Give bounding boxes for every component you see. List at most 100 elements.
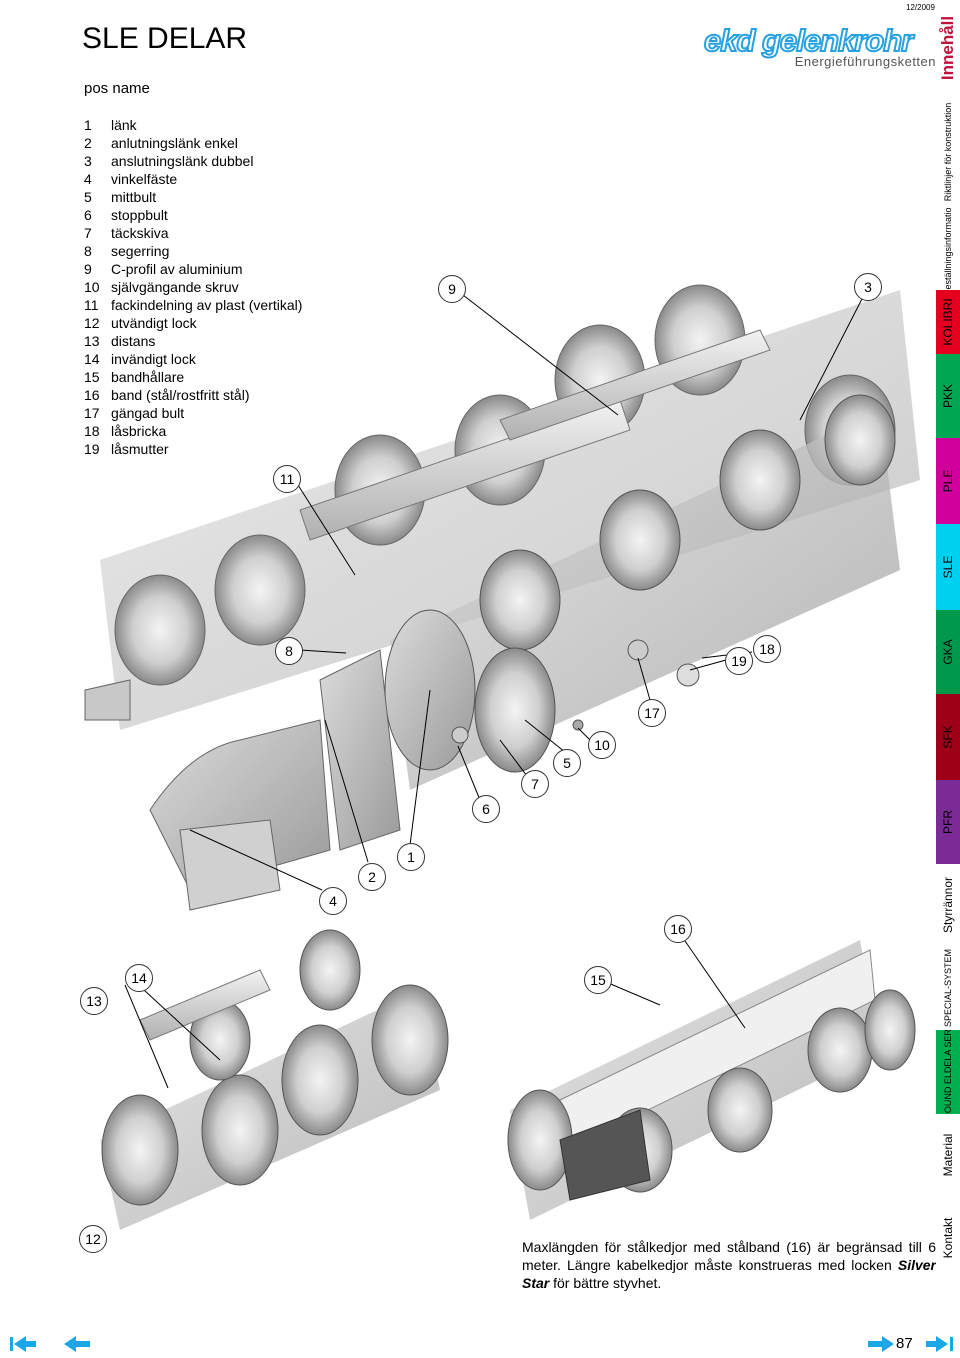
part-name: låsbricka	[111, 423, 167, 439]
lower-right-chain	[507, 940, 916, 1220]
part-number: 13	[84, 333, 100, 349]
callout-8: 8	[275, 637, 303, 665]
part-name: utvändigt lock	[111, 315, 197, 331]
sidebar-tab-label: PKK	[941, 383, 955, 409]
parts-list-item: 11 fackindelning av plast (vertikal)	[84, 296, 302, 314]
lower-left-chain	[100, 929, 449, 1230]
parts-list-item: 14 invändigt lock	[84, 350, 302, 368]
part-name: bandhållare	[111, 369, 185, 385]
callout-10: 10	[588, 731, 616, 759]
part-number: 14	[84, 351, 100, 367]
part-number: 17	[84, 405, 100, 421]
part-number: 19	[84, 441, 100, 457]
last-page-icon[interactable]	[926, 1334, 956, 1354]
part-name: täckskiva	[111, 225, 169, 241]
parts-list-item: 12 utvändigt lock	[84, 314, 302, 332]
part-name: mittbult	[111, 189, 157, 205]
part-number: 11	[84, 297, 99, 313]
callout-5: 5	[553, 749, 581, 777]
sidebar-tab-label: Innehåll	[938, 15, 957, 81]
date-label: 12/2009	[906, 3, 935, 12]
sidebar-tab-innehåll[interactable]: Innehåll	[936, 0, 960, 96]
page-title: SLE DELAR	[82, 22, 248, 55]
part-number: 8	[84, 243, 92, 259]
parts-list-item: 18 låsbricka	[84, 422, 302, 440]
logo-subtitle: Energieführungsketten	[794, 54, 936, 69]
callout-18: 18	[753, 635, 781, 663]
callout-2: 2	[358, 863, 386, 891]
sidebar-tab-label: Beställningsinformation	[943, 208, 953, 290]
part-number: 16	[84, 387, 100, 403]
next-page-icon[interactable]	[866, 1334, 896, 1354]
previous-page-icon[interactable]	[62, 1334, 92, 1354]
sidebar-tab-label: KOLIBRI	[941, 298, 955, 346]
part-number: 7	[84, 225, 92, 241]
part-name: distans	[111, 333, 156, 349]
callout-3: 3	[854, 273, 882, 301]
parts-list-item: 13 distans	[84, 332, 302, 350]
sidebar-tab-riktlinjer-för-konstruktion[interactable]: Riktlinjer för konstruktion	[936, 96, 960, 208]
parts-list-item: 19 låsmutter	[84, 440, 302, 458]
sidebar-tab-label: PLE	[941, 469, 955, 493]
callout-14: 14	[125, 964, 153, 992]
sidebar-tab-gka[interactable]: GKA	[936, 610, 960, 694]
sidebar-tab-styrrännor[interactable]: Styrrännor	[936, 864, 960, 946]
chain-exploded-illustration	[84, 284, 920, 1230]
part-name: låsmutter	[111, 441, 169, 457]
callout-9: 9	[438, 275, 466, 303]
parts-list-item: 16 band (stål/rostfritt stål)	[84, 386, 302, 404]
sidebar-tab-sfk[interactable]: SFK	[936, 694, 960, 780]
sidebar-tab-kolibri[interactable]: KOLIBRI	[936, 290, 960, 354]
note-text-2: för bättre styvhet.	[549, 1275, 662, 1291]
sidebar-tab-material[interactable]: Material	[936, 1114, 960, 1196]
sidebar-tab-beställningsinformation[interactable]: Beställningsinformation	[936, 208, 960, 290]
part-name: gängad bult	[111, 405, 185, 421]
sidebar-tab-allround-eldela-service[interactable]: ALLROUND ELDELA SERVICE	[936, 1030, 960, 1114]
part-number: 5	[84, 189, 92, 205]
part-number: 12	[84, 315, 100, 331]
sidebar-tab-label: SFK	[941, 725, 955, 749]
page-number: 87	[896, 1335, 913, 1352]
parts-list-item: 5 mittbult	[84, 188, 302, 206]
sidebar-tab-label: ALLROUND ELDELA SERVICE	[943, 1030, 953, 1114]
part-number: 3	[84, 153, 92, 169]
note-text-1: Maxlängden för stålkedjor med stålband (…	[522, 1239, 936, 1273]
part-name: stoppbult	[111, 207, 168, 223]
part-number: 1	[84, 117, 92, 133]
callout-6: 6	[472, 795, 500, 823]
sidebar-tab-special-system[interactable]: SPECIAL-SYSTEM	[936, 946, 960, 1030]
sidebar-tab-label: PFR	[941, 810, 955, 834]
logo-main-text: ekd gelenkrohr	[703, 23, 914, 59]
sidebar-tab-pfr[interactable]: PFR	[936, 780, 960, 864]
sidebar-tab-label: Riktlinjer för konstruktion	[943, 102, 953, 202]
parts-list-item: 8 segerring	[84, 242, 302, 260]
part-name: band (stål/rostfritt stål)	[111, 387, 250, 403]
callout-12: 12	[79, 1225, 107, 1253]
sidebar-tab-label: GKA	[941, 639, 955, 665]
sidebar-tab-label: Styrrännor	[941, 876, 955, 934]
part-name: invändigt lock	[111, 351, 196, 367]
part-number: 2	[84, 135, 92, 151]
sidebar-tab-kontakt[interactable]: Kontakt	[936, 1196, 960, 1280]
part-number: 9	[84, 261, 92, 277]
part-name: självgängande skruv	[111, 279, 239, 295]
sidebar-tab-pkk[interactable]: PKK	[936, 354, 960, 438]
part-name: fackindelning av plast (vertikal)	[111, 297, 303, 313]
sidebar-tab-sle[interactable]: SLE	[936, 524, 960, 610]
sidebar-tab-ple[interactable]: PLE	[936, 438, 960, 524]
sidebar-tab-label: Material	[941, 1133, 955, 1177]
callout-16: 16	[664, 915, 692, 943]
callout-19: 19	[725, 647, 753, 675]
callout-15: 15	[584, 966, 612, 994]
part-name: anslutningslänk dubbel	[111, 153, 254, 169]
part-number: 18	[84, 423, 100, 439]
callout-13: 13	[80, 987, 108, 1015]
part-name: segerring	[111, 243, 170, 259]
first-page-icon[interactable]	[8, 1334, 38, 1354]
